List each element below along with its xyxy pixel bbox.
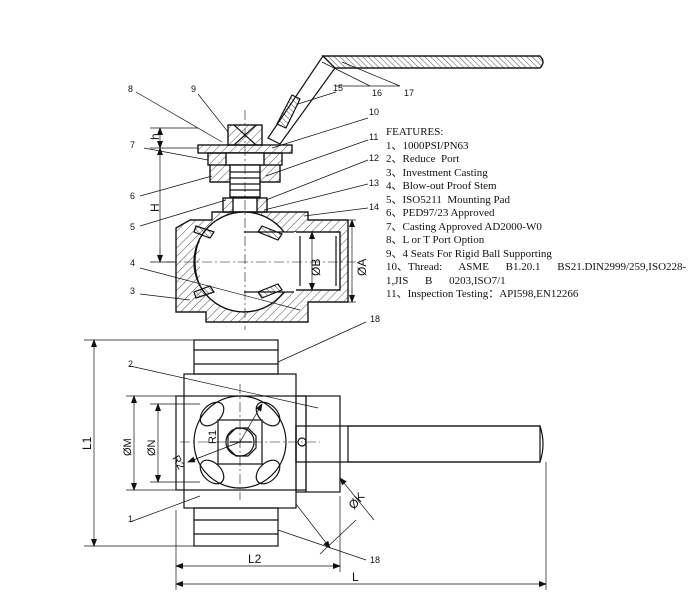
feature-item: 3、Investment Casting (386, 166, 488, 179)
features-title: FEATURES: (386, 126, 444, 138)
plan-dimension-lines (84, 321, 547, 590)
callouts-bottom: 2 1 18 18 (128, 314, 380, 565)
dim-L: L (352, 570, 359, 584)
dim-H: H (148, 203, 162, 212)
callout-2: 2 (128, 359, 133, 369)
callout-4: 4 (130, 258, 135, 268)
callout-14: 14 (369, 202, 379, 212)
dim-L2: L2 (248, 552, 262, 566)
callout-6: 6 (130, 191, 135, 201)
dim-phi-n: ØN (146, 439, 158, 456)
callout-10: 10 (369, 107, 379, 117)
callout-15: 15 (333, 83, 343, 93)
callout-18-top: 18 (370, 314, 380, 324)
callout-18-bottom: 18 (370, 555, 380, 565)
callout-9: 9 (191, 84, 196, 94)
dim-phi-m: ØM (122, 438, 134, 456)
callout-1: 1 (128, 514, 133, 524)
dim-h: h (148, 133, 162, 140)
feature-item: 9、4 Seats For Rigid Ball Supporting (386, 247, 552, 260)
feature-item: 10、Thread: ASME B1.20.1 BS21.DIN2999/259… (386, 261, 687, 287)
feature-item: 5、ISO5211 Mounting Pad (386, 193, 510, 206)
section-view (135, 55, 544, 330)
dim-phi-b: ØB (309, 259, 323, 276)
feature-item: 8、L or T Port Option (386, 234, 485, 246)
callout-5: 5 (130, 222, 135, 232)
callout-7: 7 (130, 140, 135, 150)
dim-L1: L1 (80, 436, 94, 450)
feature-item: 2、Reduce Port (386, 153, 460, 165)
dim-k: ØK (346, 490, 368, 512)
callout-12: 12 (369, 153, 379, 163)
callout-13: 13 (369, 178, 379, 188)
feature-item: 7、Casting Approved AD2000-W0 (386, 220, 542, 233)
dim-phi-a: ØA (355, 259, 369, 276)
dimension-labels-bottom: L1 ØM ØN R1 R2 ØK L2 L (80, 430, 367, 584)
handle (267, 55, 544, 145)
callout-16: 16 (372, 88, 382, 98)
plan-view (175, 339, 544, 547)
callout-17: 17 (404, 88, 414, 98)
feature-item: 1、1000PSI/PN63 (386, 139, 469, 152)
callout-8: 8 (128, 84, 133, 94)
features-list: FEATURES: 1、1000PSI/PN63 2、Reduce Port 3… (386, 126, 700, 302)
feature-item: 4、Blow-out Proof Stem (386, 180, 497, 192)
dimension-labels-top: h H ØB ØA (148, 133, 369, 276)
dim-r1: R1 (207, 430, 219, 444)
feature-item: 6、PED97/23 Approved (386, 207, 495, 219)
callouts-top: 8 9 7 6 5 4 3 15 10 11 12 13 14 16 17 (128, 83, 414, 296)
callout-3: 3 (130, 286, 135, 296)
feature-item: 11、Inspection Testing：API598,EN12266 (386, 288, 579, 300)
callout-11: 11 (369, 132, 378, 142)
